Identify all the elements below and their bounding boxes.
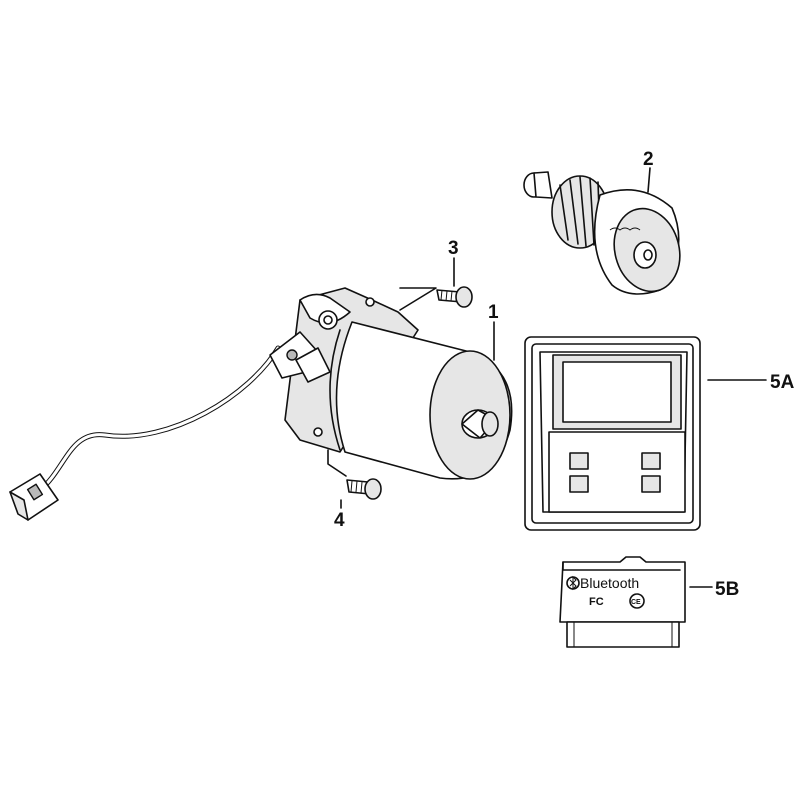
callout-3: 3 <box>448 238 459 259</box>
lower-screw-part <box>346 478 382 500</box>
bluetooth-label: Bluetooth <box>580 575 639 591</box>
callout-5b: 5B <box>715 579 739 600</box>
drive-gear-part <box>523 171 681 295</box>
upper-screw-part <box>436 286 473 308</box>
bluetooth-module-part: Bluetooth FC CE <box>559 556 686 648</box>
ce-mark: CE <box>631 599 641 606</box>
control-panel-part <box>524 336 701 531</box>
leader-line-2 <box>647 167 651 193</box>
leader-line-3 <box>399 257 455 311</box>
fc-mark: FC <box>589 596 604 608</box>
callout-4: 4 <box>334 510 345 531</box>
callout-1: 1 <box>488 302 499 323</box>
motor-part <box>9 287 513 521</box>
callout-2: 2 <box>643 149 654 170</box>
ce-mark-icon <box>629 593 645 609</box>
leader-line-4 <box>327 449 347 509</box>
callout-5a: 5A <box>770 372 795 393</box>
